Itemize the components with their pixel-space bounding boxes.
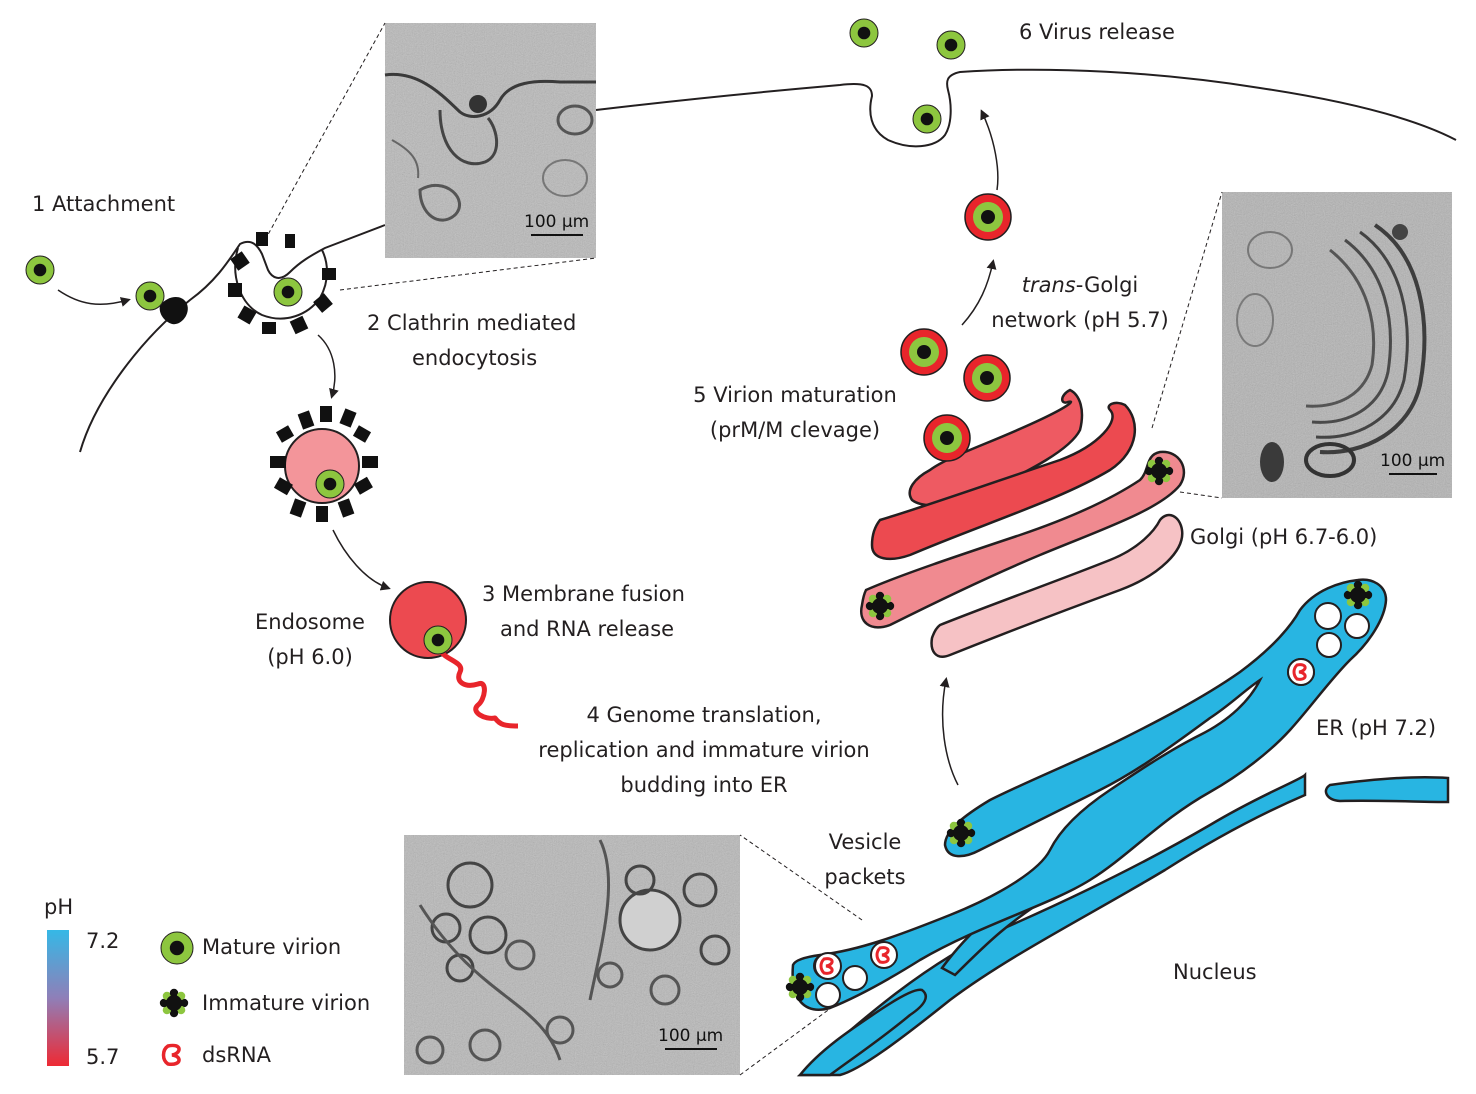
trans-prefix: trans — [1021, 273, 1076, 297]
trans-golgi-ph-label: network (pH 5.7) — [991, 308, 1169, 332]
zoom-lines — [264, 22, 1223, 1076]
legend-mature-virion-icon — [160, 931, 194, 965]
clathrin-coat-pit — [228, 232, 336, 335]
step-3-line-2: and RNA release — [500, 617, 675, 641]
legend-immature-virion-icon — [159, 988, 189, 1018]
micrograph-golgi — [1222, 192, 1452, 498]
vesicle-packets-label-1: Vesicle — [828, 830, 902, 854]
dsrna-vesicle — [1287, 658, 1315, 686]
endosome-label: Endosome — [255, 610, 365, 634]
vesicle-packets-label-2: packets — [824, 865, 906, 889]
micrograph-vesicle-packets — [404, 835, 740, 1075]
immature-virion — [865, 591, 895, 621]
mature-virion — [849, 18, 879, 48]
endoplasmic-reticulum — [791, 578, 1450, 1077]
dsrna-vesicle — [814, 952, 842, 980]
nucleus-label: Nucleus — [1173, 960, 1257, 984]
maturing-virion — [963, 354, 1011, 402]
receptor — [159, 296, 188, 325]
step-2-line-1: 2 Clathrin mediated — [367, 311, 577, 335]
immature-virion — [1144, 456, 1174, 486]
dsrna-vesicle — [870, 941, 898, 969]
process-arrows — [57, 109, 999, 786]
step-5-line-1: 5 Virion maturation — [693, 383, 897, 407]
immature-virion — [946, 818, 976, 848]
dsrna-marks — [814, 658, 1315, 980]
golgi-stack — [859, 388, 1186, 658]
released-rna-strand — [437, 648, 519, 729]
legend-ph-title: pH — [44, 895, 74, 919]
scale-bar-line — [530, 234, 583, 236]
legend-dsrna: dsRNA — [202, 1043, 271, 1067]
scale-label: 100 μm — [524, 212, 590, 232]
micrograph-endocytosis — [384, 23, 596, 258]
legend-mature-virion: Mature virion — [202, 935, 342, 959]
maturing-virion — [923, 414, 971, 462]
mature-virion — [912, 104, 942, 134]
scale-bar-golgi: 100 μm — [1380, 451, 1445, 475]
legend-ph-high: 7.2 — [86, 929, 120, 953]
mature-virion — [273, 277, 303, 307]
scale-bar-line — [664, 1048, 717, 1050]
er-label: ER (pH 7.2) — [1316, 716, 1437, 740]
ph-gradient-bar — [47, 930, 69, 1066]
step-2-line-2: endocytosis — [412, 346, 538, 370]
step-3-line-1: 3 Membrane fusion — [482, 582, 685, 606]
mature-virions — [25, 18, 966, 655]
trans-golgi-label: trans-Golgi — [985, 268, 1175, 303]
trans-golgi-suffix: -Golgi — [1075, 273, 1139, 297]
scale-bar-line — [1388, 473, 1437, 475]
mature-virion — [936, 30, 966, 60]
legend-icons — [159, 931, 194, 1066]
step-1-attachment: 1 Attachment — [32, 192, 176, 216]
legend-dsrna-icon — [161, 1043, 181, 1066]
step-6-virus-release: 6 Virus release — [1019, 20, 1175, 44]
maturing-virion — [900, 328, 948, 376]
endosome-ph-label: (pH 6.0) — [267, 645, 353, 669]
step-4-line-3: budding into ER — [620, 773, 788, 797]
legend-ph-low: 5.7 — [86, 1045, 120, 1069]
golgi-label: Golgi (pH 6.7-6.0) — [1190, 525, 1378, 549]
mature-virion — [315, 469, 345, 499]
scale-bar-endocytosis: 100 μm — [524, 212, 589, 236]
scale-label: 100 μm — [658, 1026, 724, 1046]
step-4-line-1: 4 Genome translation, — [586, 703, 822, 727]
legend-immature-virion: Immature virion — [202, 991, 371, 1015]
immature-virion — [1343, 580, 1373, 610]
plasma-membrane-top — [595, 68, 1457, 148]
scale-label: 100 μm — [1380, 451, 1446, 471]
maturing-virions — [900, 193, 1012, 462]
scale-bar-vesicles: 100 μm — [658, 1026, 723, 1050]
immature-virion — [785, 972, 815, 1002]
step-4-line-2: replication and immature virion — [538, 738, 870, 762]
plasma-membrane-left — [79, 224, 386, 453]
mature-virion — [25, 255, 55, 285]
mature-virion — [423, 625, 453, 655]
mature-virion — [135, 281, 165, 311]
immature-virions — [785, 456, 1373, 1002]
maturing-virion — [964, 193, 1012, 241]
step-5-line-2: (prM/M clevage) — [709, 418, 881, 442]
clathrin-coated-endosome — [270, 406, 378, 522]
